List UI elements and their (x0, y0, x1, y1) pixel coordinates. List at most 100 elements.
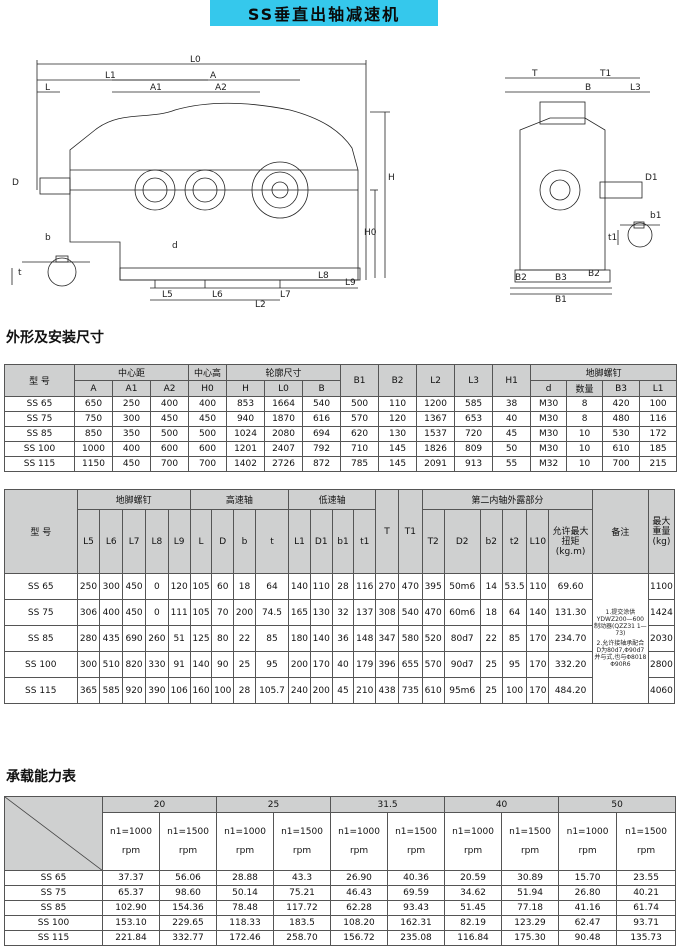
t2-subheader-cell: L1 (288, 509, 311, 574)
t1-cell: 530 (602, 426, 641, 442)
t2-cell: 90d7 (443, 651, 481, 678)
t3-cell: 332.77 (158, 930, 218, 946)
t1-cell: M30 (530, 426, 568, 442)
label-A: A (210, 71, 217, 81)
t2-cell: 91 (167, 651, 191, 678)
t1-header-H1: H1 (492, 364, 532, 397)
t2-header-T: T (375, 489, 399, 574)
t1-cell: SS 85 (4, 426, 75, 442)
t2-cell: 95m6 (443, 677, 481, 704)
t2-subheader-cell: L10 (526, 509, 550, 574)
t2-cell: 22 (479, 625, 503, 652)
label-A1: A1 (150, 83, 162, 93)
t3-speed-value: n1=1000 (338, 826, 380, 837)
t1-cell: 1150 (74, 456, 113, 472)
t2-group-high-speed: 高速轴 (189, 489, 290, 510)
t2-cell: 170 (309, 651, 333, 678)
t1-subheader-cell: H (226, 380, 266, 397)
t2-subheader-cell: t2 (501, 509, 528, 574)
t1-cell: SS 75 (4, 411, 75, 427)
t2-cell: 22 (233, 625, 256, 652)
label-L8: L8 (318, 271, 329, 281)
dims-table-2: 型 号 地脚螺钉 高速轴 低速轴 T T1 第二内轴外露部分 备注 最大重量(k… (4, 489, 676, 704)
t1-subheader-cell: A1 (112, 380, 151, 397)
label-B2-right: B2 (588, 269, 600, 279)
t3-speed-unit: rpm (235, 845, 255, 856)
t2-cell: 148 (353, 625, 377, 652)
t3-cell: 69.59 (387, 885, 446, 901)
t2-cell: 435 (99, 625, 124, 652)
t3-ratio-header: 31.5 (330, 796, 446, 813)
t2-cell: 300 (76, 651, 101, 678)
t1-cell: 250 (112, 396, 151, 412)
t1-cell: 130 (378, 426, 418, 442)
t1-cell: 600 (149, 441, 190, 457)
t1-cell: 450 (188, 411, 228, 427)
label-B1: B1 (555, 295, 567, 305)
t1-cell: 300 (112, 411, 151, 427)
t1-cell: 500 (149, 426, 190, 442)
t3-cell: 78.48 (216, 900, 275, 916)
t2-cell: 32 (331, 599, 355, 626)
t3-speed-unit: rpm (292, 845, 312, 856)
t2-cell: 240 (288, 677, 311, 704)
t2-subheader-cell: L (189, 509, 213, 574)
t3-cell: 98.60 (158, 885, 218, 901)
t1-cell: 500 (188, 426, 228, 442)
t3-speed-value: n1=1500 (625, 826, 668, 837)
label-L6: L6 (212, 290, 223, 300)
t1-cell: 1826 (416, 441, 456, 457)
t1-subheader-cell: A (74, 380, 113, 397)
t1-cell: 10 (566, 426, 604, 442)
t2-cell: 14 (479, 573, 503, 600)
t1-subheader-cell: L0 (264, 380, 304, 397)
t2-cell: 438 (375, 677, 399, 704)
t3-speed-unit: rpm (121, 845, 141, 856)
t2-cell: 1424 (647, 599, 676, 626)
t1-cell: 750 (74, 411, 113, 427)
t3-cell: 108.20 (330, 915, 389, 931)
t2-cell: 25 (479, 651, 503, 678)
label-L9: L9 (345, 278, 356, 288)
t3-ratio-header: 20 (101, 796, 218, 813)
t2-cell: 70 (211, 599, 235, 626)
label-H: H (388, 173, 395, 183)
t1-subheader-cell: B (302, 380, 342, 397)
t2-cell: 160 (189, 677, 213, 704)
t1-cell: 2091 (416, 456, 456, 472)
label-L2: L2 (255, 300, 266, 310)
t2-cell: 140 (309, 625, 333, 652)
t2-cell: 120 (167, 573, 191, 600)
t2-cell: 116 (353, 573, 377, 600)
t2-cell: 330 (144, 651, 169, 678)
t1-cell: 1537 (416, 426, 456, 442)
t1-cell: 172 (639, 426, 678, 442)
t3-cell: 30.89 (501, 870, 560, 886)
t2-cell: 50m6 (443, 573, 481, 600)
t3-cell: 40.36 (387, 870, 446, 886)
t2-subheader-cell: T2 (421, 509, 445, 574)
t3-cell: 156.72 (330, 930, 389, 946)
t3-cell: 102.90 (102, 900, 160, 916)
t2-cell: 610 (421, 677, 445, 704)
t3-cell: 56.06 (158, 870, 218, 886)
t3-cell: 235.08 (387, 930, 446, 946)
side-view-labels: T T1 B L3 D1 b1 t1 B2 B3 B2 B1 (515, 69, 661, 305)
t2-subheader-cell: D (211, 509, 235, 574)
t2-cell: 69.60 (548, 573, 593, 600)
t1-cell: 145 (378, 456, 418, 472)
t1-cell: 610 (602, 441, 641, 457)
t1-cell: 913 (454, 456, 494, 472)
t1-cell: 145 (378, 441, 418, 457)
t1-cell: 116 (639, 411, 678, 427)
t2-header-model: 型 号 (4, 489, 78, 574)
t2-header-T1: T1 (397, 489, 423, 574)
